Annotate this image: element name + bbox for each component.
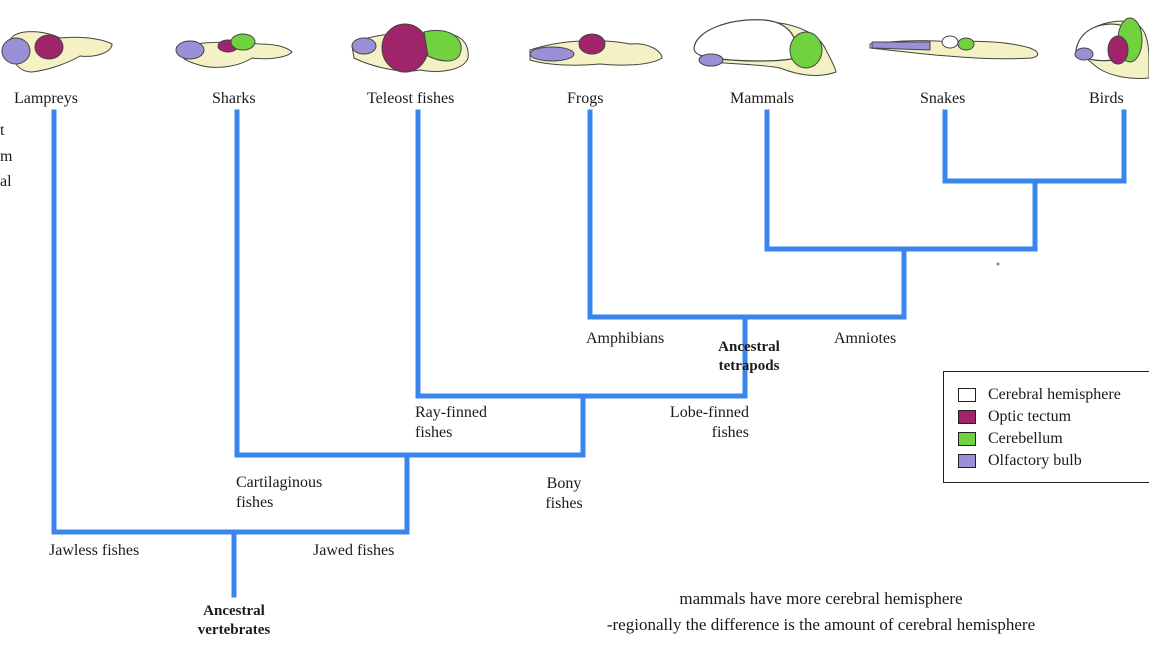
legend-item-olfactory-bulb: Olfactory bulb (958, 451, 1082, 471)
branch-sauropsid-split (942, 109, 1127, 184)
note-line-2: -regionally the difference is the amount… (606, 615, 1036, 634)
clade-label-jawed-fishes: Jawed fishes (313, 542, 395, 559)
legend-item-cerebellum: Cerebellum (958, 429, 1063, 449)
legend-swatch (958, 432, 976, 446)
clade-label-ancestral-tetrapods: Ancestral tetrapods (718, 339, 780, 374)
taxon-label-teleost-fishes: Teleost fishes (367, 90, 455, 107)
taxon-label-mammals: Mammals (730, 90, 794, 107)
legend-swatch (958, 388, 976, 402)
legend: Cerebral hemisphere Optic tectum Cerebel… (943, 371, 1149, 483)
clade-label-lobe-finned-fishes: Lobe-finned fishes (669, 404, 749, 441)
legend-item-optic-tectum: Optic tectum (958, 407, 1071, 427)
clade-label-ancestral-vertebrates: Ancestral vertebrates (197, 603, 271, 638)
legend-swatch (958, 454, 976, 468)
left-fragment-2: m (0, 148, 13, 165)
clade-label-ray-finned-fishes: Ray-finned fishes (415, 404, 487, 441)
clade-label-bony-fishes: Bony fishes (545, 475, 583, 512)
brain-snake (869, 35, 1039, 60)
legend-label: Olfactory bulb (988, 452, 1082, 469)
taxon-label-snakes: Snakes (920, 90, 966, 107)
legend-swatch (958, 410, 976, 424)
branch-tetrapod-split (587, 109, 907, 320)
branch-vertebrate-split (51, 109, 410, 535)
branch-amniote-split (764, 109, 1038, 252)
branch-bony-split (415, 109, 748, 399)
clade-label-amphibians: Amphibians (586, 330, 665, 347)
taxon-label-birds: Birds (1089, 90, 1124, 107)
branch-jawed-split (234, 109, 586, 458)
clade-label-amniotes: Amniotes (834, 330, 897, 347)
taxon-label-sharks: Sharks (212, 90, 256, 107)
legend-label: Cerebral hemisphere (988, 386, 1121, 403)
brain-frog (529, 33, 663, 66)
brain-shark (175, 33, 293, 68)
legend-label: Optic tectum (988, 408, 1072, 425)
brain-mammal (693, 19, 837, 76)
clade-label-cartilaginous-fishes: Cartilaginous fishes (236, 474, 323, 511)
legend-item-cerebral-hemisphere: Cerebral hemisphere (958, 385, 1121, 405)
clade-label-jawless-fishes: Jawless fishes (49, 542, 140, 559)
brain-lamprey (1, 31, 113, 73)
brain-teleost (351, 23, 469, 73)
note-line-1: mammals have more cerebral hemisphere (679, 589, 963, 608)
legend-label: Cerebellum (988, 430, 1063, 447)
speck (996, 262, 1000, 266)
tree-branches (51, 109, 1127, 598)
taxon-label-frogs: Frogs (567, 90, 604, 107)
left-fragment-1: t (0, 122, 5, 139)
brain-bird (1074, 17, 1149, 79)
taxon-label-lampreys: Lampreys (14, 90, 78, 107)
left-fragment-3: al (0, 173, 12, 190)
